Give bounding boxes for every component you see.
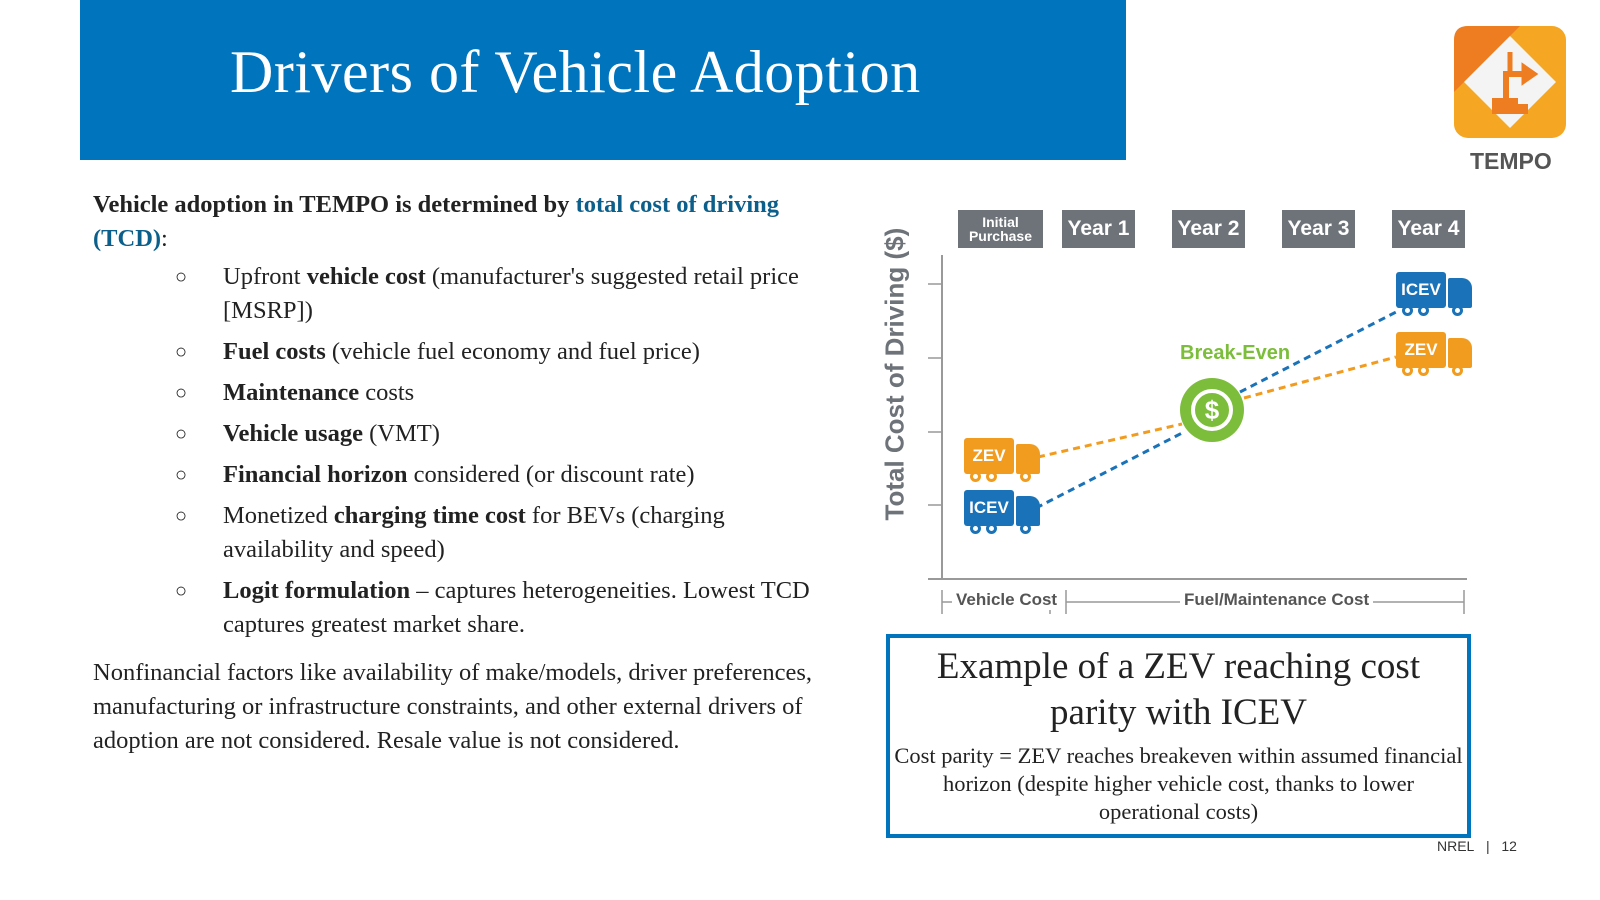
caption-title: Example of a ZEV reaching cost parity wi… [936,646,1421,733]
page-number: 12 [1501,838,1517,854]
zev-line [1037,355,1397,459]
bullet-icon: ○ [175,505,188,527]
intro: Vehicle adoption in TEMPO is determined … [93,191,780,252]
header-year-1: Year 1 [1062,210,1135,248]
icev-truck-initial-icon: ICEV [964,490,1040,534]
icev-line [1035,308,1401,510]
x-label-vehicle-cost: Vehicle Cost [952,590,1062,610]
bullet-text: Vehicle usage [223,420,363,447]
bullet-text: Fuel costs [223,338,326,365]
tempo-logo-icon [1454,26,1566,138]
bullet-icon: ○ [175,580,188,602]
bullet-item: ○ Vehicle usage (VMT) [93,417,813,451]
bullet-item: ○ Logit formulation – captures heterogene… [93,574,813,642]
bullet-text: – captures heterogeneities. Lowest TCD c… [223,577,810,638]
bullet-text: charging time cost [333,502,526,529]
header-year-4: Year 4 [1392,210,1465,248]
bullet-item: ○ Upfront vehicle cost (manufacturer's su… [93,260,813,328]
bullet-text: vehicle cost [306,263,426,290]
footer: NREL | 12 [1437,838,1517,854]
bullet-text: costs [359,379,415,406]
break-even-label: Break-Even [1180,342,1291,364]
bullet-icon: ○ [175,266,188,288]
title-banner: Drivers of Vehicle Adoption [80,0,1126,160]
bullet-text: (vehicle fuel economy and fuel price) [325,338,700,365]
zev-truck-initial-icon: ZEV [964,438,1040,482]
bullet-text: Maintenance [223,379,360,406]
bullet-text: (manufacturer's suggested retail price [… [223,263,799,324]
bullet-text: Financial horizon [223,461,408,488]
header-year-2: Year 2 [1172,210,1245,248]
bullet-item: ○ Monetized charging time cost for BEVs (… [93,499,813,567]
caption-text: Cost parity = ZEV reaches breakeven with… [894,743,1463,824]
zev-truck-year4-icon: ZEV [1396,332,1472,376]
header-initial-purchase: Initial Purchase [958,210,1043,248]
bullet-text: Upfront [223,263,307,290]
bullet-icon: ○ [175,423,188,445]
bullet-text: Logit formulation [223,577,411,604]
logo-text: TEMPO [1470,148,1552,174]
y-ticks [928,283,942,506]
bullet-text: (VMT) [362,420,440,447]
caption-box: Example of a ZEV reaching cost parity wi… [886,634,1471,838]
bullet-icon: ○ [175,382,188,404]
bullet-text: Monetized [223,502,334,529]
bullet-text: considered (or discount rate) [407,461,695,488]
page-title: Drivers of Vehicle Adoption [230,39,921,105]
bullet-item: ○ Fuel costs (vehicle fuel economy and fu… [93,335,813,369]
bullet-icon: ○ [175,464,188,486]
x-label-fuel-maintenance: Fuel/Maintenance Cost [1180,590,1374,610]
header-year-3: Year 3 [1282,210,1355,248]
bullet-item: ○ Maintenance costs [93,376,813,410]
bullet-item: ○ Financial horizon considered (or discou… [93,458,813,492]
bullet-icon: ○ [175,341,188,363]
bullet-text: for BEVs (charging availability and spee… [223,502,725,563]
footnote: Nonfinancial factors like availability o… [93,659,813,754]
bullet-list: ○ Upfront vehicle cost (manufacturer's su… [93,260,813,642]
body-text: Vehicle adoption in TEMPO is determined … [93,188,813,758]
icev-truck-year4-icon: ICEV [1396,272,1472,316]
dollar-coin-icon: $ [1180,378,1244,442]
